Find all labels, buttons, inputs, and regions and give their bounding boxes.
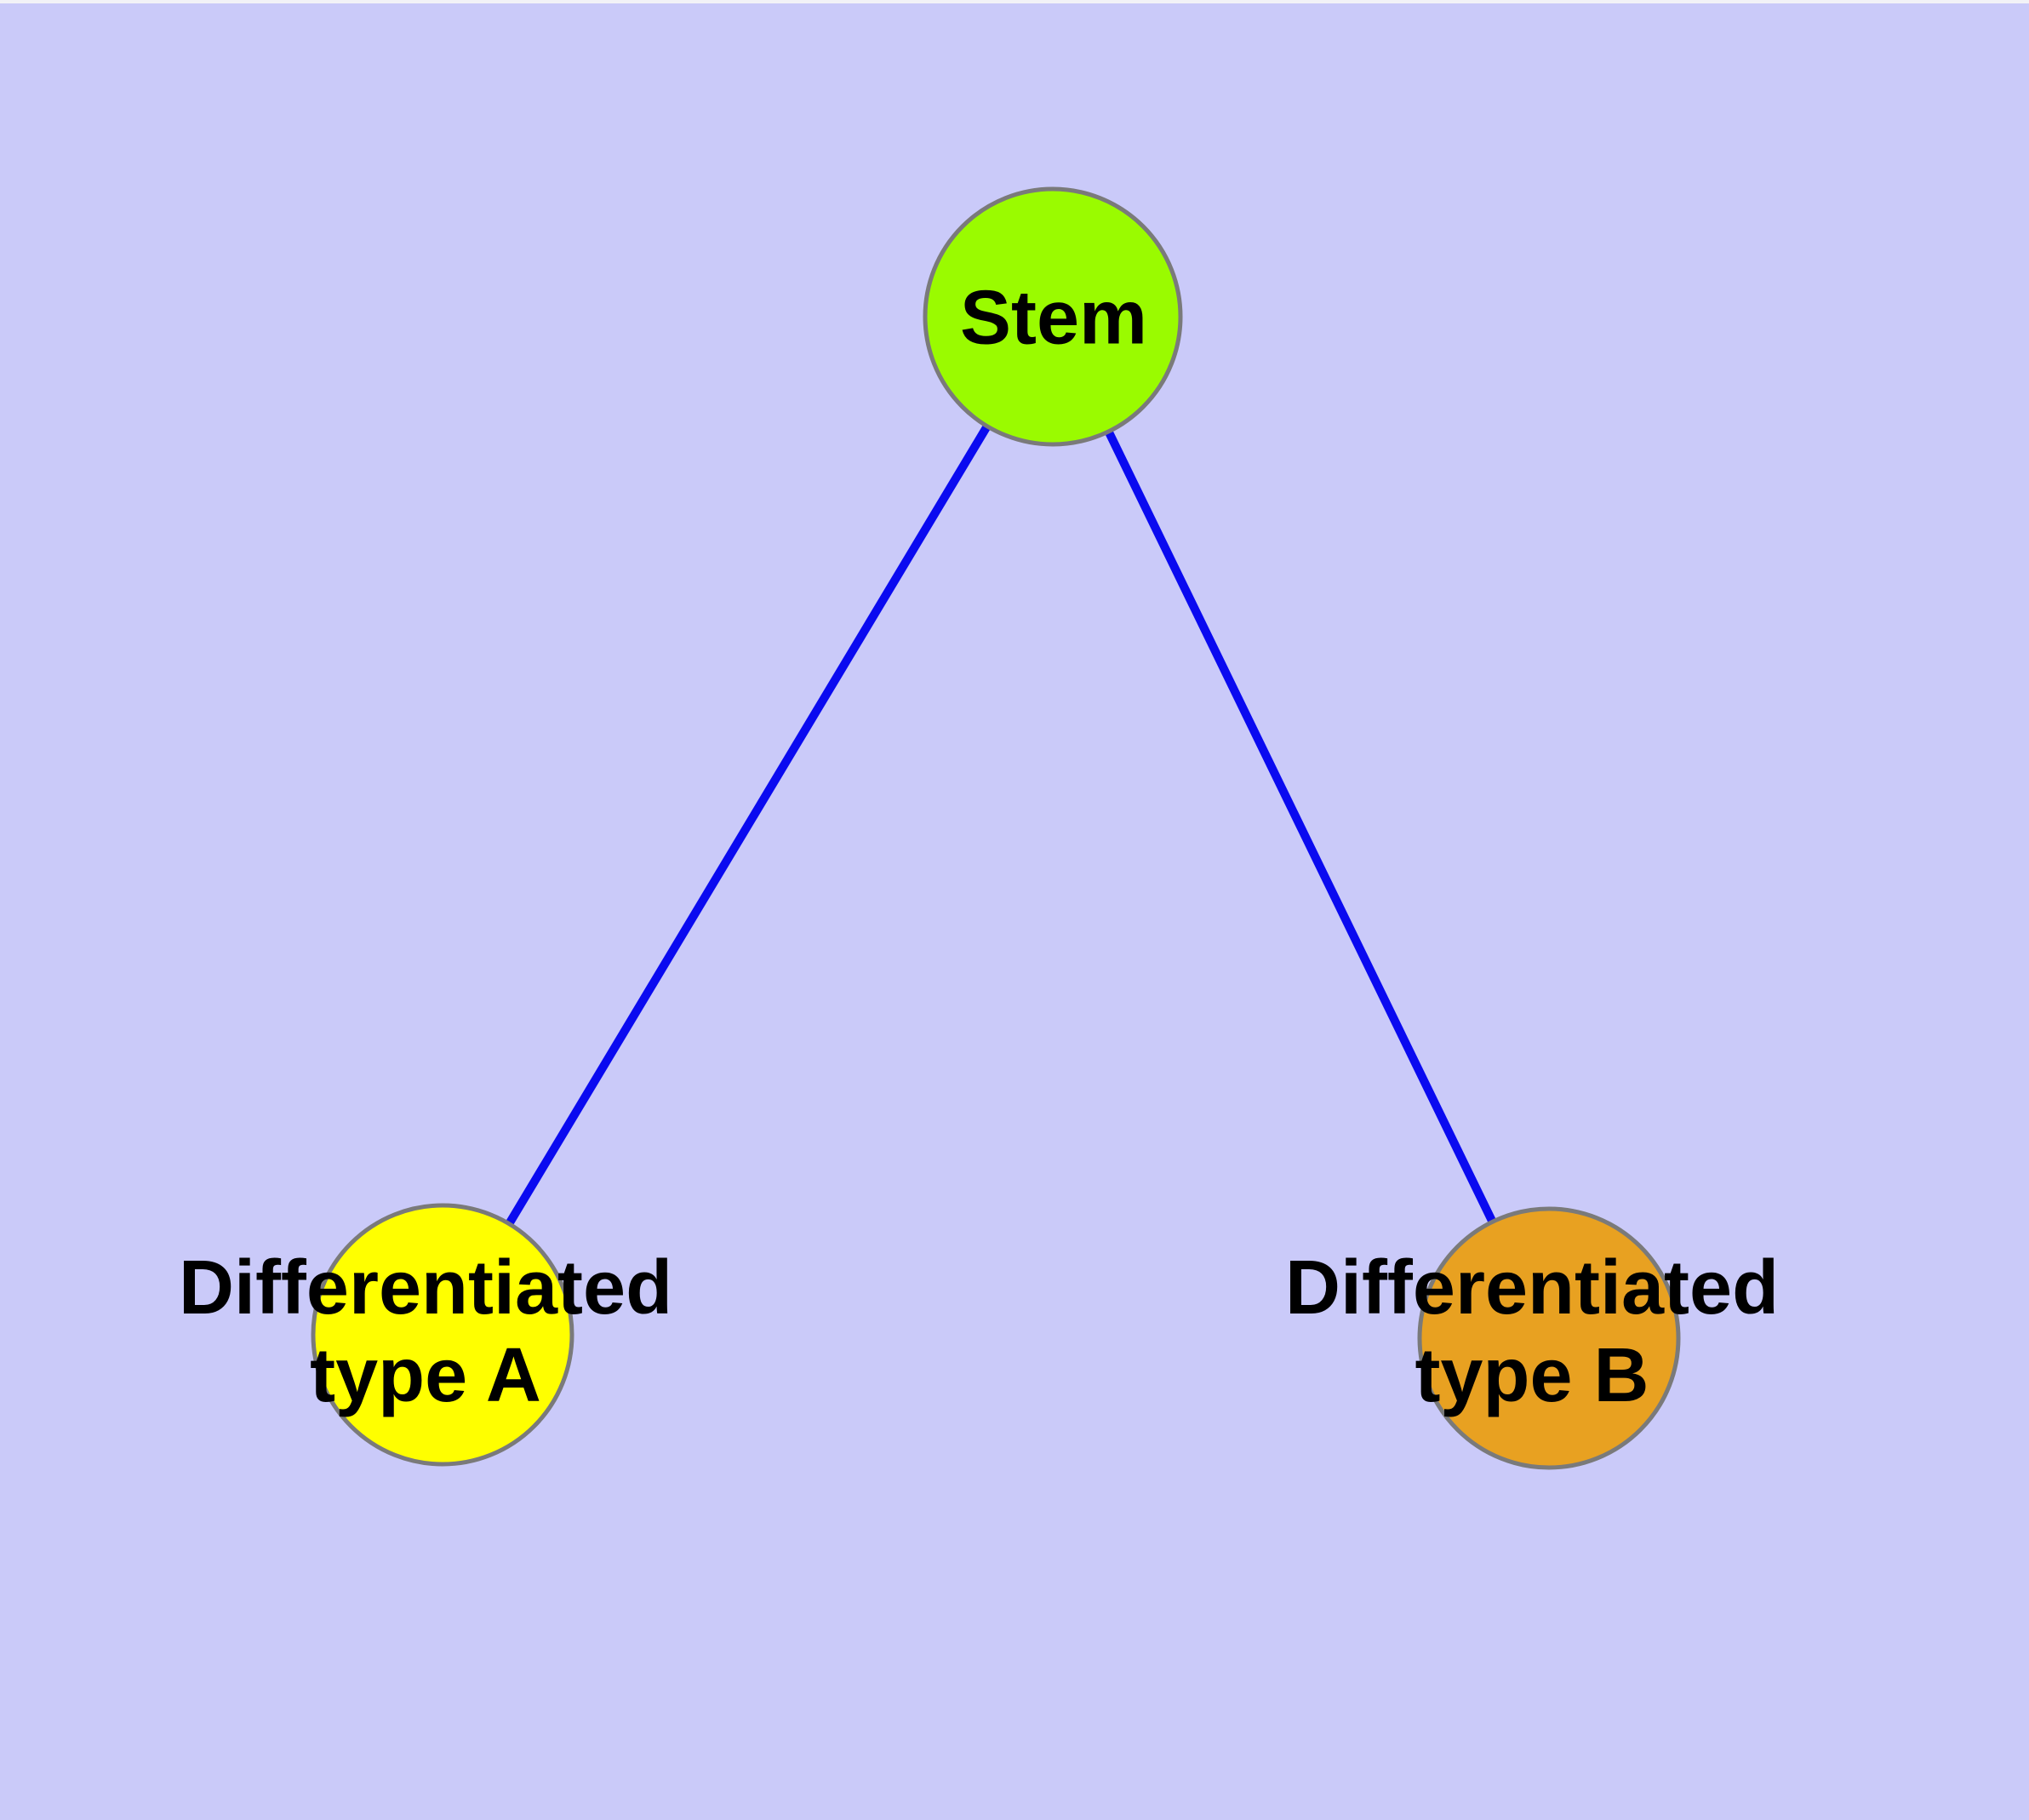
node-stem-circle[interactable]: [923, 186, 1183, 447]
window-top-edge: [0, 0, 2029, 3]
edge-layer: [438, 314, 1553, 1341]
edge-stem-to-type-b[interactable]: [1049, 314, 1553, 1341]
edge-stem-to-type-a[interactable]: [438, 314, 1057, 1337]
node-type-a-circle[interactable]: [311, 1203, 574, 1467]
node-type-b-circle[interactable]: [1417, 1206, 1681, 1470]
